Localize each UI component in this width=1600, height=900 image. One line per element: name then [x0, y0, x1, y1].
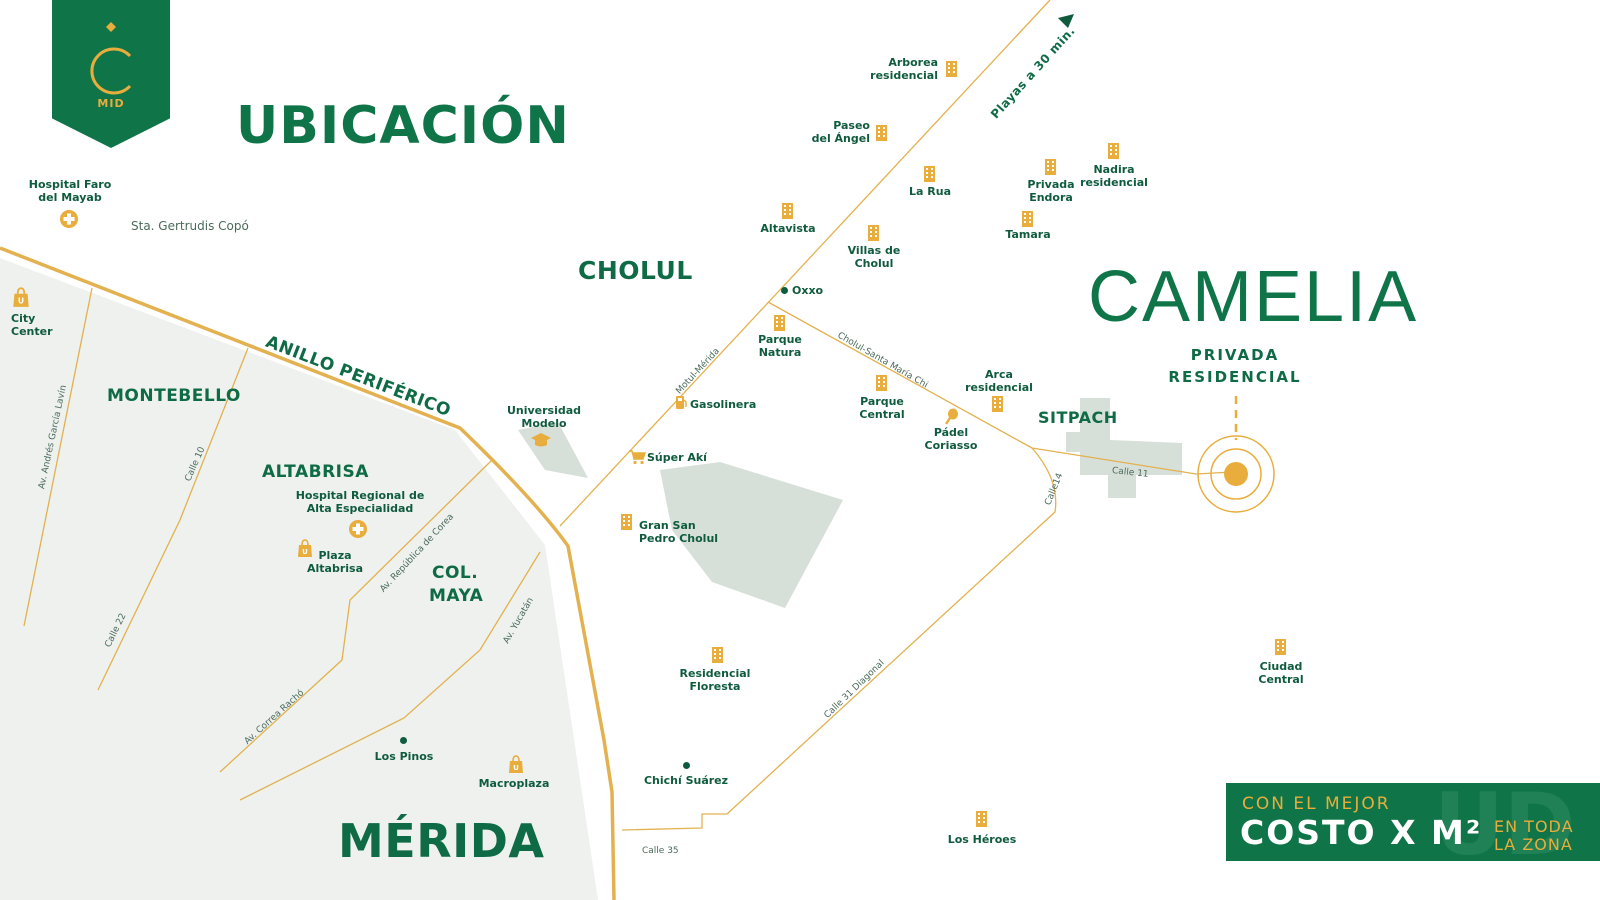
corea-road — [219, 459, 493, 773]
poi-chichi-dot — [683, 762, 690, 769]
shopping-bag-icon — [506, 754, 526, 774]
building-icon — [866, 224, 882, 242]
area-merida: MÉRIDA — [338, 814, 545, 868]
project-name: CAMELIA — [1088, 257, 1419, 337]
building-icon — [1106, 142, 1122, 160]
building-icon — [619, 513, 635, 531]
motul-merida-road — [559, 0, 1051, 527]
gas-station-icon — [676, 396, 687, 409]
hospital-cross-icon — [348, 519, 368, 539]
shopping-bag-icon — [10, 286, 32, 308]
mid-logo[interactable]: MID — [52, 0, 170, 148]
project-subtitle-2: RESIDENCIAL — [1168, 368, 1302, 386]
universidad-block — [518, 422, 588, 478]
banner-line-1: CON EL MEJOR — [1242, 794, 1391, 814]
building-icon — [1043, 158, 1059, 176]
building-icon — [1273, 638, 1289, 656]
banner-line-4: LA ZONA — [1494, 835, 1573, 854]
area-montebello: MONTEBELLO — [107, 386, 241, 406]
area-altabrisa: ALTABRISA — [262, 462, 369, 482]
padel-racket-icon — [945, 408, 958, 425]
poi-los-pinos-dot — [400, 737, 407, 744]
building-icon — [874, 124, 890, 142]
building-icon — [710, 646, 726, 664]
area-gertrudis: Sta. Gertrudis Copó — [131, 219, 249, 233]
building-icon — [772, 314, 788, 332]
graduation-cap-icon — [531, 433, 551, 447]
building-icon — [922, 165, 938, 183]
building-icon — [874, 374, 890, 392]
area-cholul: CHOLUL — [578, 256, 693, 285]
building-icon — [1020, 210, 1036, 228]
hospital-cross-icon — [59, 209, 79, 229]
calle-10-road — [97, 347, 249, 691]
poi-gasolinera[interactable]: Gasolinera — [690, 398, 757, 411]
poi-la-rua[interactable]: La Rua — [909, 185, 951, 198]
poi-altavista[interactable]: Altavista — [760, 222, 816, 235]
building-icon — [944, 60, 960, 78]
street-calle35: Calle 35 — [642, 846, 679, 856]
area-col-maya-1: COL. — [432, 563, 479, 583]
beach-direction-arrow-icon — [1058, 14, 1074, 28]
page-title: UBICACIÓN — [236, 96, 570, 156]
logo-label: MID — [97, 97, 125, 110]
garcia-lavin-road — [23, 287, 93, 627]
merida-city-area — [0, 258, 598, 900]
poi-los-heroes[interactable]: Los Héroes — [947, 833, 1017, 846]
building-icon — [780, 202, 796, 220]
shopping-cart-icon — [629, 450, 646, 465]
project-subtitle-1: PRIVADA — [1190, 346, 1280, 364]
poi-super-aki[interactable]: Súper Akí — [647, 451, 707, 464]
area-col-maya-2: MAYA — [429, 586, 484, 606]
banner-line-3: EN TODA — [1494, 817, 1574, 836]
project-location-marker[interactable] — [1197, 396, 1275, 513]
price-banner[interactable]: UD CON EL MEJOR COSTO X M² EN TODA LA ZO… — [1226, 783, 1600, 861]
sitpach-block — [1066, 398, 1182, 498]
banner-watermark: UD — [1434, 783, 1576, 861]
cholul-santa-maria-road — [767, 301, 1233, 475]
poi-los-pinos[interactable]: Los Pinos — [374, 750, 434, 763]
poi-oxxo-dot — [781, 287, 788, 294]
building-icon — [990, 395, 1006, 413]
banner-line-2: COSTO X M² — [1240, 813, 1483, 852]
gran-san-pedro-block — [660, 462, 843, 608]
building-icon — [974, 810, 990, 828]
yucatan-road — [239, 551, 541, 801]
calle14-road — [621, 447, 1057, 831]
area-sitpach: SITPACH — [1038, 408, 1118, 427]
poi-macroplaza[interactable]: Macroplaza — [478, 777, 550, 790]
anillo-periferico-road — [0, 246, 616, 900]
c-monogram-icon — [90, 22, 132, 95]
poi-chichi-suarez[interactable]: Chichí Suárez — [643, 774, 729, 787]
poi-tamara[interactable]: Tamara — [1005, 228, 1051, 241]
poi-oxxo[interactable]: Oxxo — [792, 284, 824, 297]
